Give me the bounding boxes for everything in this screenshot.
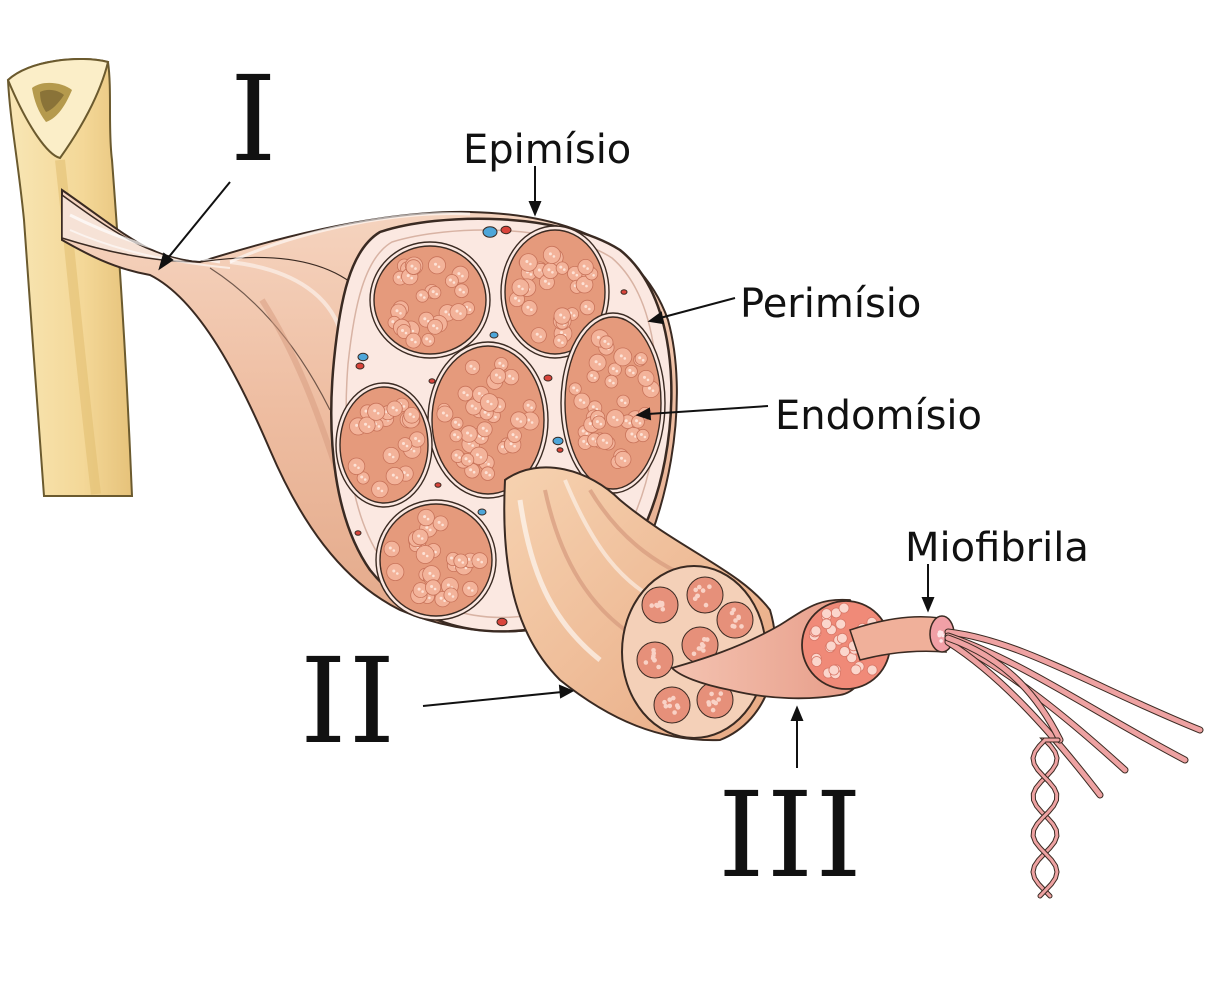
arrow-perimisio-head — [647, 311, 665, 325]
arrow-endomisio — [647, 405, 769, 415]
blood-vessel — [500, 225, 512, 235]
blood-vessel — [355, 362, 365, 370]
arrow-perimisio — [659, 297, 736, 319]
arrow-endomisio-head — [635, 407, 652, 421]
blood-vessel — [620, 289, 628, 295]
fascicle — [560, 312, 666, 494]
blood-vessel — [354, 530, 362, 536]
label-II: II — [300, 632, 398, 770]
arrow-I-head — [158, 252, 174, 271]
arrow-II-head — [558, 684, 575, 699]
blood-vessels — [354, 225, 635, 627]
arrow-miofibrila-head — [921, 597, 935, 613]
blood-vessel — [434, 482, 442, 488]
pointer-arrows — [158, 166, 935, 768]
blood-vessel — [552, 436, 564, 446]
fascicle — [375, 499, 497, 621]
fascicle — [369, 241, 491, 359]
arrow-III-head — [790, 705, 804, 721]
label-III: III — [718, 766, 864, 904]
label-epimisio: Epimísio — [463, 127, 632, 173]
label-perimisio: Perimísio — [740, 281, 922, 327]
blood-vessel — [496, 617, 508, 627]
blood-vessel — [477, 508, 487, 516]
myofibril — [849, 615, 1204, 899]
bone — [6, 58, 134, 497]
blood-vessel — [543, 374, 553, 382]
blood-vessel — [428, 378, 436, 384]
arrow-epimisio-head — [528, 201, 542, 217]
fascicle — [335, 382, 433, 508]
label-endomisio: Endomísio — [775, 393, 982, 439]
arrow-I — [167, 181, 231, 259]
blood-vessel — [489, 331, 499, 339]
blood-vessel — [357, 352, 369, 362]
fascicle — [427, 341, 549, 499]
arrow-II — [422, 691, 563, 707]
fascicle — [500, 225, 610, 359]
blood-vessel — [482, 226, 498, 238]
label-miofibrila: Miofibrila — [905, 525, 1089, 571]
fascicle-group — [335, 225, 666, 621]
label-I: I — [230, 50, 279, 188]
blood-vessel — [556, 447, 564, 453]
